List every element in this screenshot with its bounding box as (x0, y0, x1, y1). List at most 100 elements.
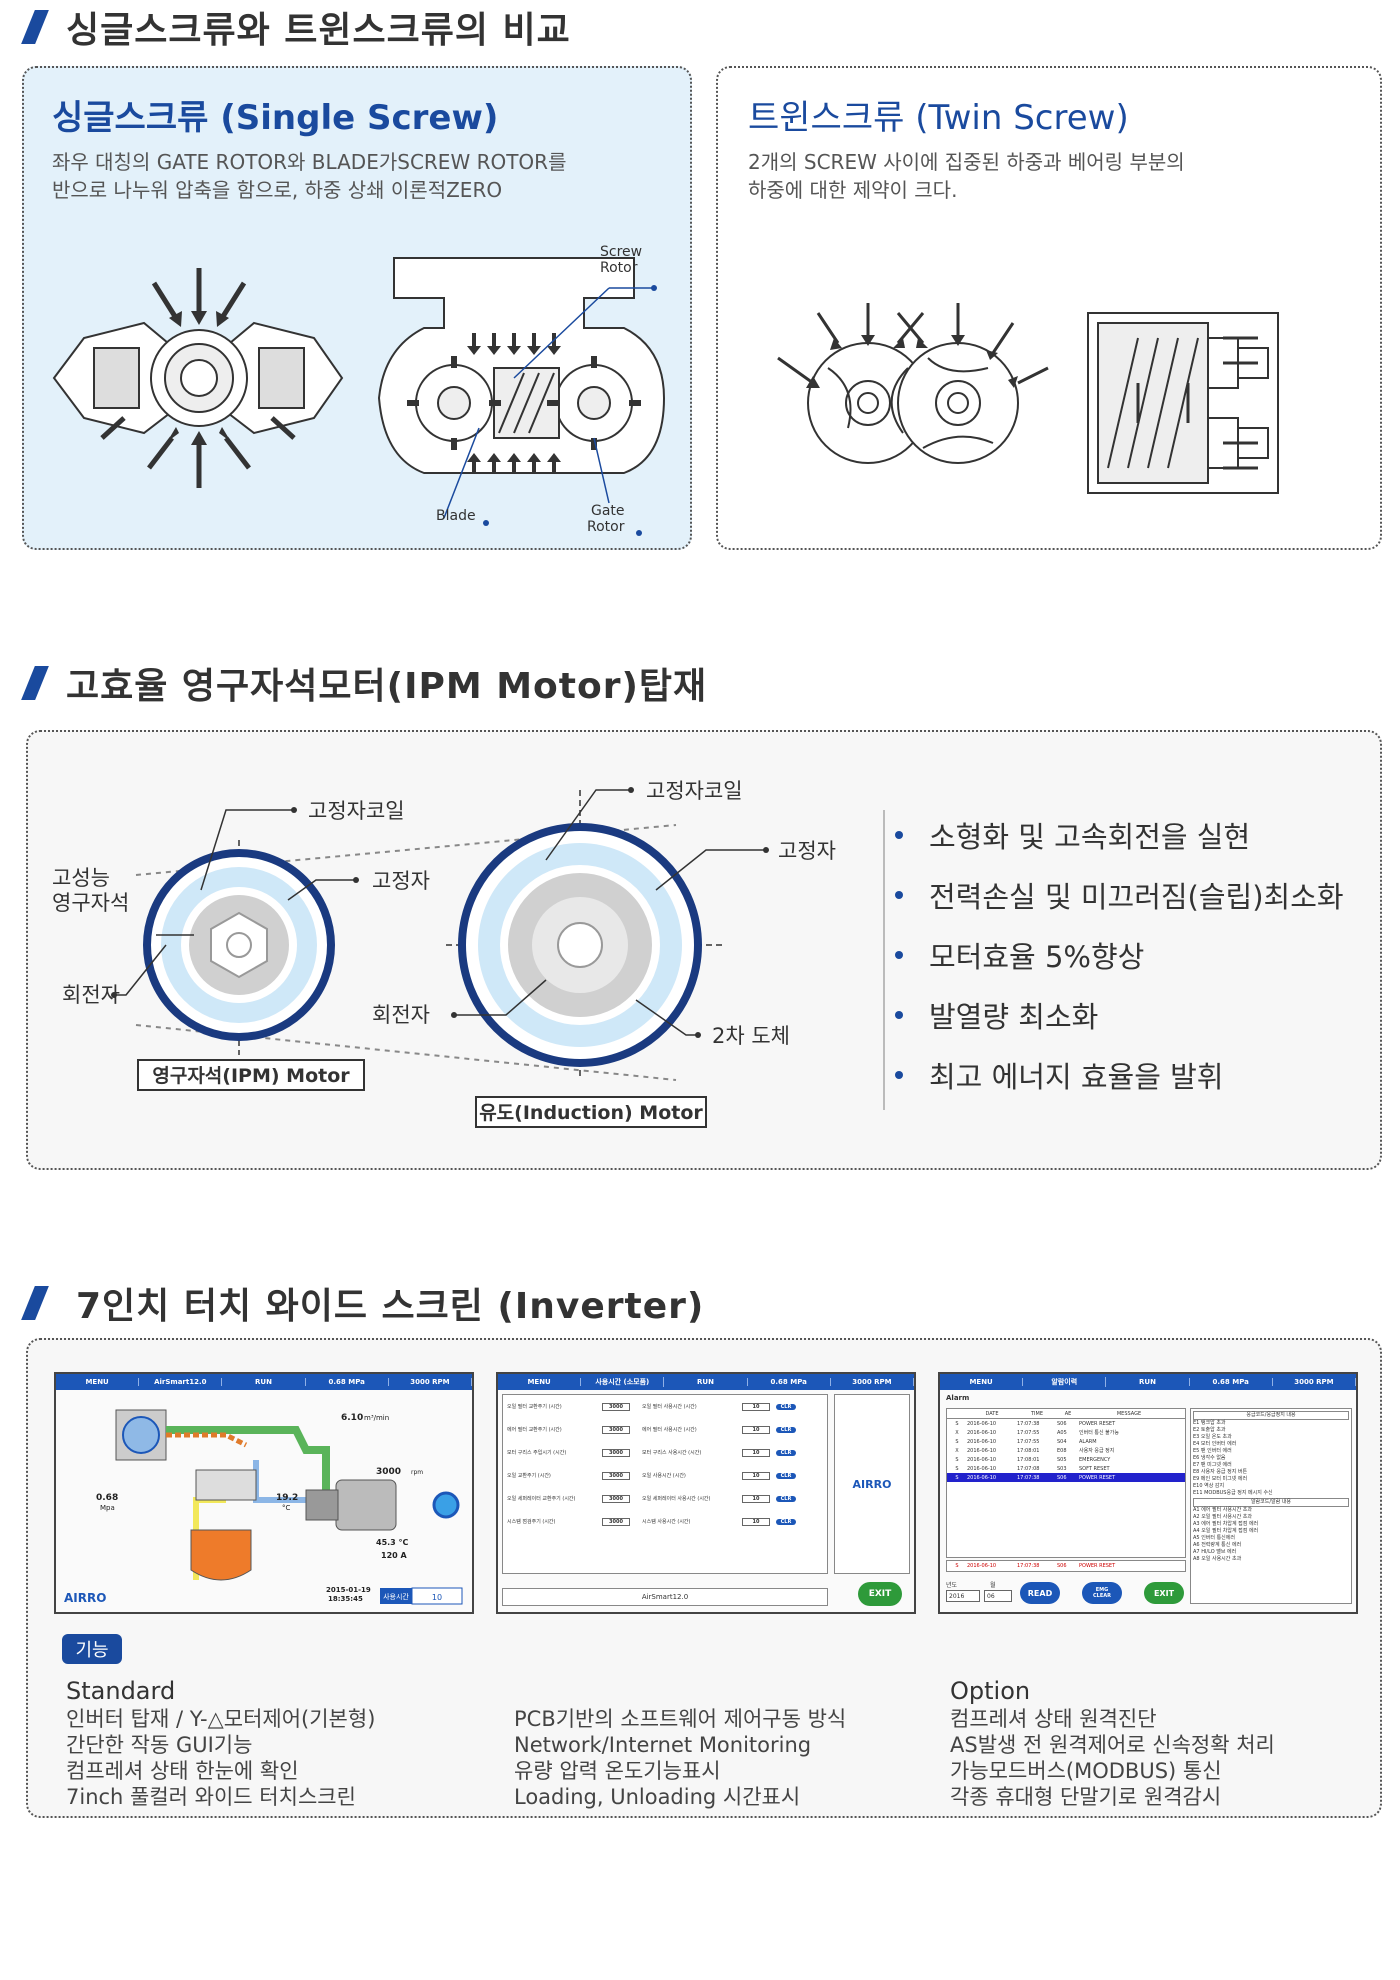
menu-tab[interactable]: MENU (940, 1378, 1024, 1386)
bar-rpm: 3000 RPM (831, 1378, 915, 1386)
clear-button[interactable]: CLR (776, 1518, 796, 1525)
motor-diagram: 고정자코일 고성능 영구자석 고정자 회전자 영구자석(IPM) Motor 고… (52, 779, 885, 1128)
feature-item: PCB기반의 소프트웨어 제어구동 방식 (514, 1707, 847, 1731)
alarm-cell: SOFT RESET (1079, 1465, 1110, 1472)
single-screw-panel: 싱글스크류 (Single Screw) 좌우 대칭의 GATE ROTOR와 … (22, 66, 692, 550)
month-select[interactable]: 06 (984, 1590, 1012, 1602)
consumable-cycle-input[interactable]: 3000 (602, 1517, 630, 1526)
benefit-item: 발열량 최소화 (895, 985, 1344, 1045)
temp1-value: 19.2 (276, 1493, 298, 1503)
alarm-cell: S04 (1057, 1438, 1067, 1445)
screen-alarm: MENU 알람이력 RUN 0.68 MPa 3000 RPM Alarm DA… (938, 1372, 1358, 1614)
exit-button[interactable]: EXIT (1144, 1582, 1184, 1604)
label-gate-rotor-1: Gate (591, 503, 625, 519)
slash-icon (21, 1286, 49, 1320)
alarm-cell: 17:07:38 (1017, 1420, 1040, 1427)
feature-item: 컴프레셔 상태 한눈에 확인 (66, 1759, 299, 1783)
single-screw-bottom-arrows (467, 453, 561, 474)
label-induction-coil: 고정자코일 (646, 779, 743, 803)
year-select[interactable]: 2016 (946, 1590, 980, 1602)
legend-item: A2 오일 필터 사용시간 초과 (1193, 1514, 1252, 1520)
twin-screw-panel: 트윈스크류 (Twin Screw) 2개의 SCREW 사이에 집중된 하중과… (716, 66, 1382, 550)
standard-title: Standard (66, 1677, 176, 1705)
alarm-cell: 2016-06-10 (967, 1447, 997, 1454)
twin-screw-desc: 2개의 SCREW 사이에 집중된 하중과 베어링 부분의 하중에 대한 제약이… (748, 150, 1185, 202)
feature-item: AS발생 전 원격제어로 신속정확 처리 (950, 1733, 1275, 1757)
clear-button[interactable]: CLR (776, 1403, 796, 1410)
screen-main: MENU AirSmart12.0 RUN 0.68 MPa 3000 RPM … (54, 1372, 474, 1614)
feature-item: 가능모드버스(MODBUS) 통신 (950, 1759, 1222, 1783)
pressure-unit: Mpa (100, 1504, 115, 1512)
alarm-last-row: S 2016-06-10 17:07:38 S06 POWER RESET (946, 1560, 1186, 1572)
feature-item: 유량 압력 온도기능표시 (514, 1759, 721, 1783)
single-screw-diagram: Screw Rotor Blade Gate Rotor (52, 244, 666, 536)
consumable-usage-value: 10 (742, 1471, 770, 1480)
menu-tab[interactable]: MENU (56, 1378, 140, 1386)
alarm-cell: E08 (1057, 1447, 1067, 1454)
screen-main-schematic: 6.10 m³/min 0.68 Mpa 19.2 °C 3000 rpm 45… (64, 1409, 463, 1605)
feature-badge: 기능 (62, 1634, 122, 1664)
consumable-cycle-input[interactable]: 3000 (602, 1471, 630, 1480)
alarm-cell: 인버터 통신 불가능 (1079, 1430, 1119, 1436)
alarm-table-header: DATE TIME AE MESSAGE (947, 1409, 1185, 1419)
consumable-cycle-input[interactable]: 3000 (602, 1494, 630, 1503)
benefit-item: 전력손실 및 미끄러짐(슬립)최소화 (895, 865, 1344, 925)
clear-button[interactable]: CLR (776, 1472, 796, 1479)
legend-item: A7 HI/LO 밸브 에러 (1193, 1549, 1237, 1555)
flow-value: 6.10 (341, 1413, 363, 1423)
screen-main-bar: MENU AirSmart12.0 RUN 0.68 MPa 3000 RPM (56, 1374, 473, 1390)
consumable-cycle-input[interactable]: 3000 (602, 1425, 630, 1434)
induction-motor-graphic (458, 823, 702, 1067)
legend-item: A8 오일 사용시간 초과 (1193, 1556, 1242, 1562)
benefit-item: 최고 에너지 효율을 발휘 (895, 1045, 1344, 1105)
alarm-cell: ALARM (1079, 1438, 1097, 1445)
section-title-text: 고효율 영구자석모터(IPM Motor)탑재 (66, 666, 708, 707)
clear-button[interactable]: CLR (776, 1449, 796, 1456)
screen-alarm-bar: MENU 알람이력 RUN 0.68 MPa 3000 RPM (940, 1374, 1357, 1390)
consumable-label: 시스템 점검주기 (시간) (507, 1519, 556, 1525)
consumable-label: 시스템 사용시간 (시간) (642, 1519, 691, 1525)
consumable-label: 모터 구리스 사용시간 (시간) (642, 1450, 702, 1456)
consumable-cycle-input[interactable]: 3000 (602, 1448, 630, 1457)
consumable-usage-value: 10 (742, 1494, 770, 1503)
year-label: 년도 (946, 1582, 958, 1589)
feature-item: 각종 휴대형 단말기로 원격감시 (950, 1785, 1222, 1809)
clear-button[interactable]: CLR (776, 1495, 796, 1502)
read-button[interactable]: READ (1020, 1582, 1060, 1604)
motor-benefits-list: 소형화 및 고속회전을 실현 전력손실 및 미끄러짐(슬립)최소화 모터효율 5… (895, 805, 1344, 1105)
consumable-label: 오일 세퍼레이터 사용시간 (시간) (642, 1496, 711, 1502)
slash-icon (21, 666, 49, 700)
time-value: 18:35:45 (328, 1595, 363, 1603)
alarm-cell: 2016-06-10 (967, 1438, 997, 1445)
menu-tab[interactable]: MENU (498, 1378, 582, 1386)
clear-button[interactable]: CLR (776, 1426, 796, 1433)
alarm-cell: 2016-06-10 (967, 1465, 997, 1472)
alarm-cell: S (955, 1438, 959, 1445)
consumable-label: 에어 필터 교환주기 (시간) (507, 1427, 562, 1433)
alarm-cell: X (955, 1447, 959, 1454)
twin-screw-diagram (777, 303, 1279, 494)
exit-button[interactable]: EXIT (858, 1582, 902, 1606)
alarm-cell: S (955, 1420, 959, 1427)
alarm-cell: 17:08:01 (1017, 1447, 1040, 1454)
consumable-cycle-input[interactable]: 3000 (602, 1402, 630, 1411)
alarm-cell: 17:07:55 (1017, 1429, 1040, 1436)
consumable-usage-value: 10 (742, 1425, 770, 1434)
alarm-cell: X (955, 1429, 959, 1436)
consumable-usage-value: 10 (742, 1448, 770, 1457)
label-screw-rotor-2: Rotor (600, 260, 638, 276)
legend-item: E9 메인 모터 미그넷 에러 (1193, 1476, 1248, 1482)
alarm-cell: POWER RESET (1079, 1474, 1116, 1481)
month-label: 월 (990, 1582, 996, 1589)
